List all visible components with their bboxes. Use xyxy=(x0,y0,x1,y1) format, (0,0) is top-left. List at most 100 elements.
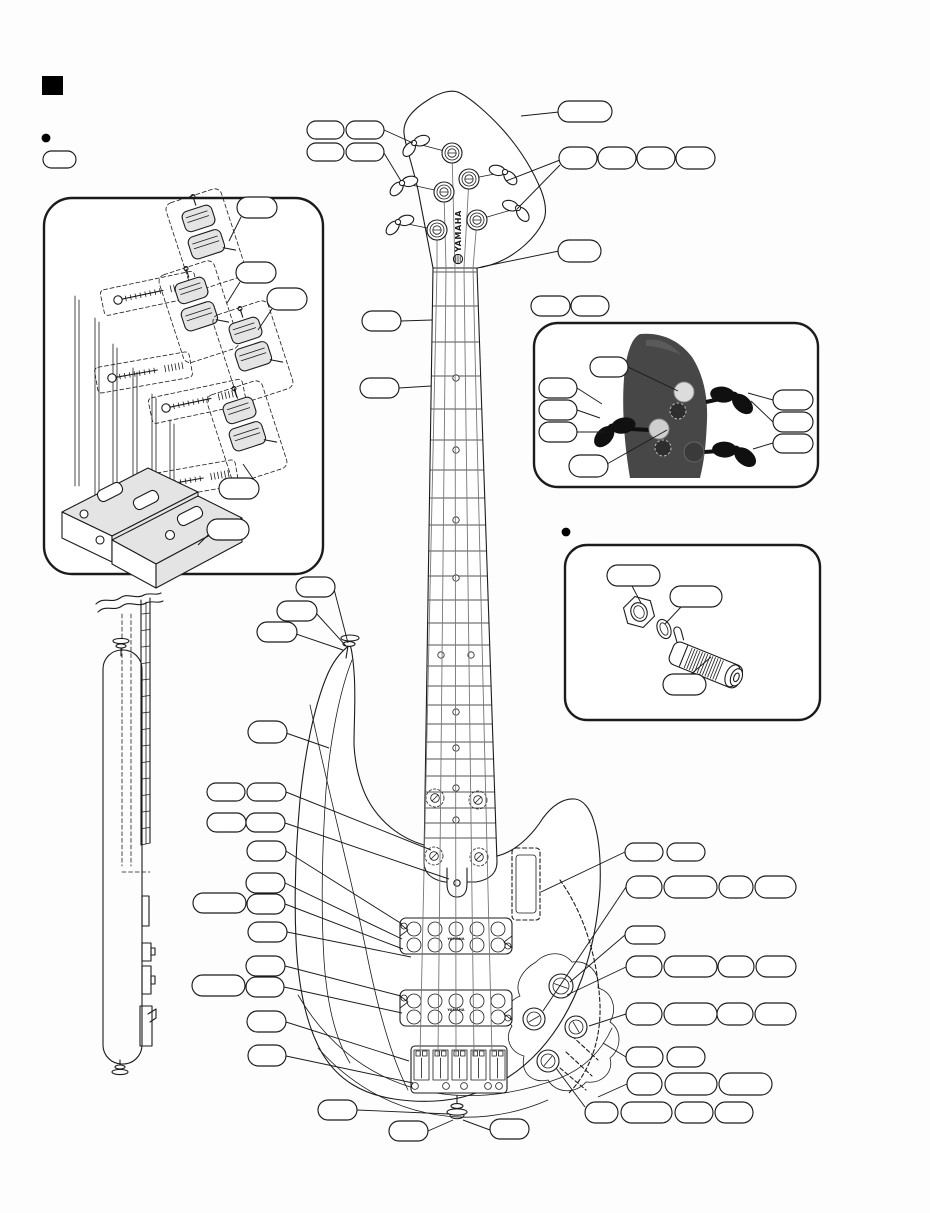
callout-box-4 xyxy=(218,477,260,500)
callout-r2a xyxy=(625,875,663,899)
callout-head-r3 xyxy=(636,146,676,170)
callout-r1a xyxy=(624,842,664,862)
callout-r3 xyxy=(624,925,666,945)
strings xyxy=(419,267,493,1057)
callout-box-3 xyxy=(266,287,308,311)
headstock-photo-silhouette xyxy=(623,333,708,478)
callout-l2b xyxy=(245,812,286,833)
bullet-markers xyxy=(41,133,571,537)
callout-r6b xyxy=(666,1046,706,1068)
truss-rod-access xyxy=(446,867,468,898)
callout-tun-5 xyxy=(568,454,609,478)
callout-r8c xyxy=(674,1101,714,1124)
callout-strap-2 xyxy=(276,600,318,622)
callout-r6a xyxy=(625,1046,664,1068)
callout-r8a xyxy=(584,1101,619,1124)
section-marker-square xyxy=(42,76,63,95)
callout-r8d xyxy=(714,1101,754,1124)
bass-side-view xyxy=(95,592,164,1076)
callout-r7a xyxy=(626,1072,663,1096)
callout-bstrap-3 xyxy=(489,1118,530,1140)
leader-lines xyxy=(197,111,774,1132)
callout-head-l4 xyxy=(345,142,385,162)
strap-button-upper xyxy=(340,634,360,659)
callout-l5b xyxy=(246,893,286,915)
callout-tun-3 xyxy=(538,399,578,421)
callout-box-1 xyxy=(236,196,278,219)
callout-l1a xyxy=(206,782,246,802)
side-strap-button-bottom xyxy=(111,1059,129,1076)
control-knobs xyxy=(522,973,588,1073)
ferrule-dark-2 xyxy=(654,439,672,457)
callout-l2a xyxy=(206,812,247,833)
neck-and-headstock: YAMAHA xyxy=(385,90,546,898)
tuner-posts xyxy=(426,142,488,241)
callout-l4 xyxy=(245,872,286,894)
exploded-bridge-panel xyxy=(42,188,325,589)
callout-r7b xyxy=(664,1072,718,1096)
callout-jack-1 xyxy=(606,564,661,587)
callout-neck-2 xyxy=(359,377,400,399)
bushing-light-2 xyxy=(648,418,670,440)
callout-r4a xyxy=(625,955,663,978)
yamaha-roundel xyxy=(452,253,464,265)
callout-l8b xyxy=(245,976,285,998)
fret-dots xyxy=(437,374,475,824)
callout-bstrap-2 xyxy=(388,1120,429,1142)
callout-r4c xyxy=(717,955,755,978)
jack-nut xyxy=(622,595,656,629)
callout-tun-7 xyxy=(772,411,814,433)
ferrule-dark-1 xyxy=(669,402,687,420)
callout-bstrap-1 xyxy=(317,1099,358,1121)
callout-neck-3 xyxy=(530,295,571,317)
fingerboard xyxy=(423,267,498,883)
callout-l8a xyxy=(191,974,246,997)
neck-bolts xyxy=(424,788,489,867)
callout-r5c xyxy=(716,1002,754,1026)
callout-r2b xyxy=(663,875,718,899)
output-jack-panel xyxy=(563,543,822,722)
callout-r2d xyxy=(754,875,797,899)
callout-r7c xyxy=(718,1072,773,1096)
side-fret-ticks xyxy=(141,612,151,829)
callout-tun-1 xyxy=(589,356,629,378)
callout-tun-4 xyxy=(538,421,578,443)
bridge-saddles xyxy=(411,1049,506,1090)
callout-head-l3 xyxy=(306,142,345,162)
callout-r5b xyxy=(663,1002,718,1026)
jack-barrel xyxy=(668,626,744,689)
callout-l1b xyxy=(246,782,287,802)
callout-l7 xyxy=(245,955,286,977)
battery-compartment xyxy=(511,847,541,921)
jack-washer xyxy=(656,618,672,640)
bridge-base xyxy=(61,467,243,589)
callout-ovals xyxy=(42,100,814,1142)
callout-l9 xyxy=(246,1010,287,1033)
callout-l5a xyxy=(192,892,247,914)
callout-neck-4 xyxy=(570,295,610,317)
callout-r4b xyxy=(663,955,718,978)
callout-r2c xyxy=(718,875,754,899)
callout-head-l2 xyxy=(345,120,385,140)
callout-intro xyxy=(42,150,77,169)
neck-through-dashed xyxy=(121,613,151,873)
side-strap-button-top xyxy=(112,637,130,657)
callout-head-r4 xyxy=(675,146,716,170)
callout-nut xyxy=(557,239,602,263)
callout-l6 xyxy=(247,921,288,943)
headstock-logo: YAMAHA xyxy=(454,210,463,253)
callout-jack-3 xyxy=(662,673,707,696)
callout-l10 xyxy=(247,1044,287,1067)
tuner-front-dark xyxy=(683,441,705,463)
callout-neck-1 xyxy=(361,310,402,332)
saddle-assemblies xyxy=(158,188,294,483)
callout-r1b xyxy=(666,842,706,862)
callout-box-5 xyxy=(206,518,250,541)
callout-tun-8 xyxy=(772,433,814,454)
callout-l3 xyxy=(246,840,287,862)
callout-head-l1 xyxy=(306,120,345,140)
callout-box-2 xyxy=(235,261,277,284)
callout-tun-2 xyxy=(538,377,578,399)
